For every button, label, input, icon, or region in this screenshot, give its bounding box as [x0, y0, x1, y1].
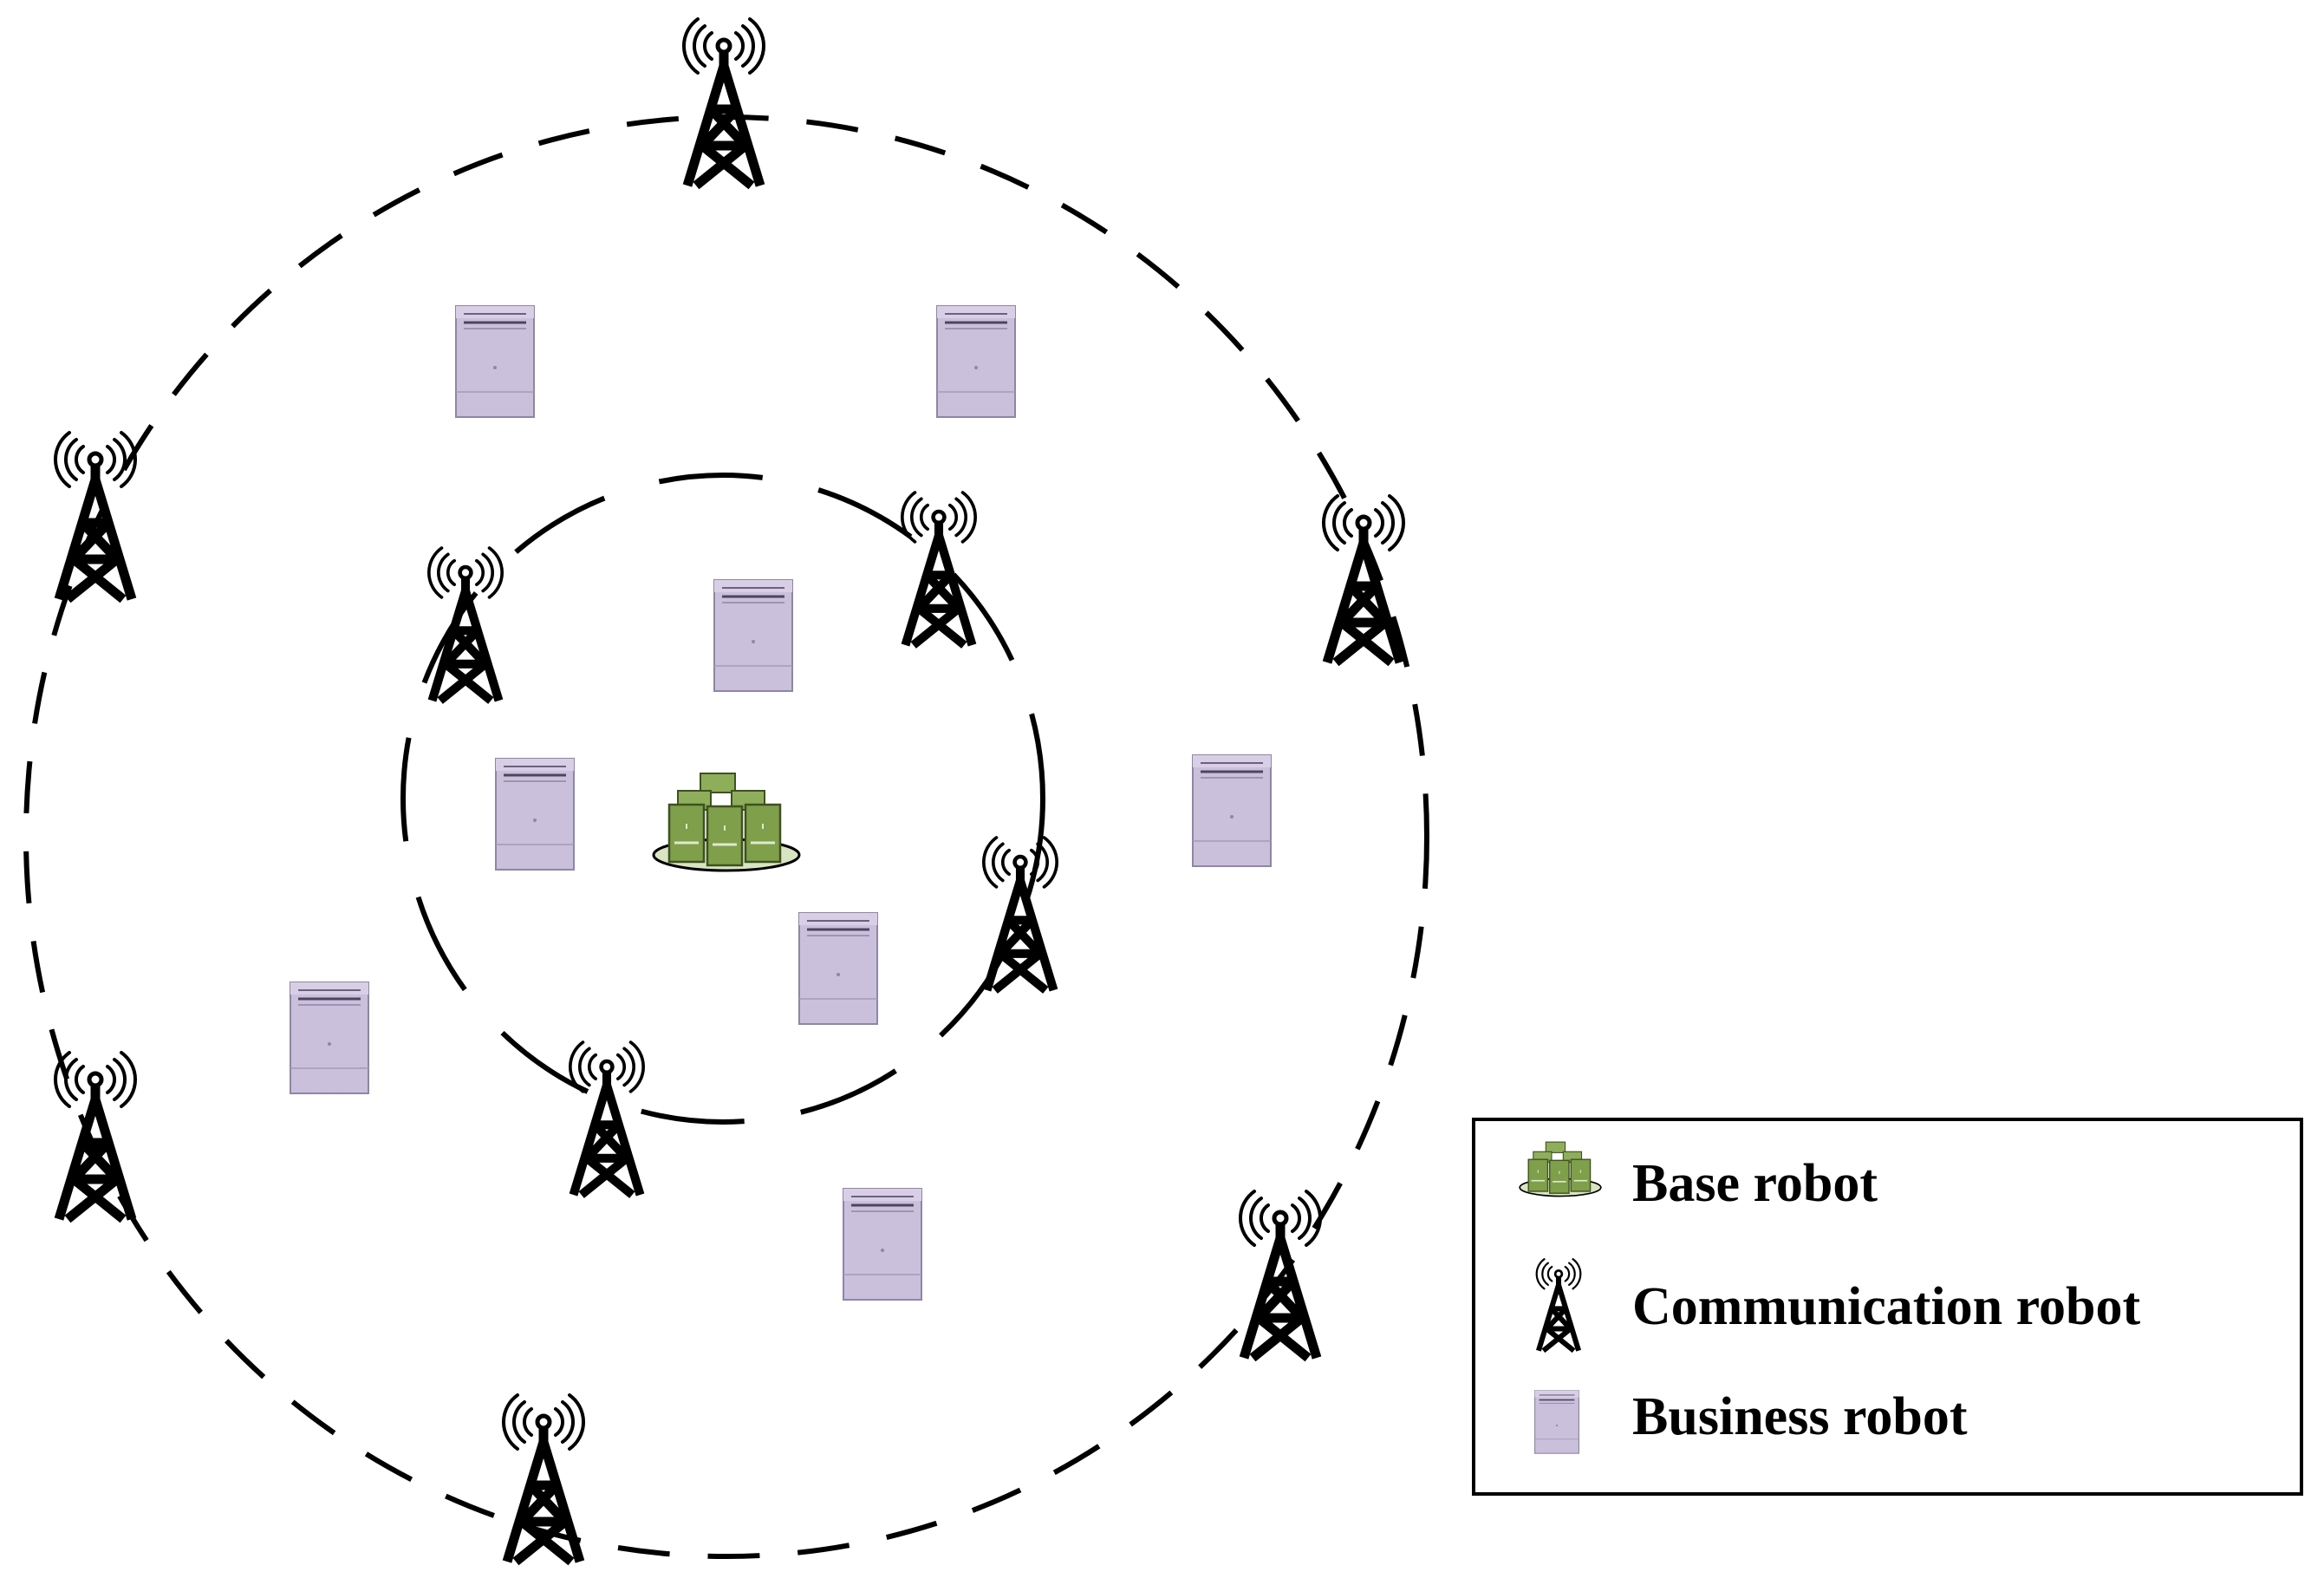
communication-tower-icon: [902, 492, 975, 645]
base-robot: [652, 772, 801, 872]
communication-tower-icon: [684, 19, 764, 186]
business-robot: [454, 304, 536, 419]
communication-tower-icon: [55, 433, 135, 599]
business-robots: [289, 304, 1273, 1301]
business-robot: [797, 911, 879, 1026]
communication-tower-icon: [984, 838, 1057, 990]
business-robot-icon: [1533, 1389, 1580, 1455]
business-robot: [842, 1187, 923, 1301]
legend-label-communication: Communication robot: [1632, 1277, 2141, 1336]
business-robot: [289, 981, 370, 1095]
communication-tower-icon: [55, 1053, 135, 1219]
legend: Base robot Communication robot Business …: [1472, 1118, 2303, 1496]
legend-label-base: Base robot: [1632, 1154, 1878, 1213]
communication-tower-icon: [504, 1395, 583, 1562]
business-robot: [935, 304, 1017, 419]
inner-coverage-ring: [400, 473, 1045, 1125]
communication-tower-icon: [1324, 496, 1403, 662]
business-robot: [494, 757, 576, 871]
legend-label-business: Business robot: [1632, 1387, 1968, 1446]
communication-tower-icon: [429, 548, 502, 701]
business-robot: [1191, 753, 1273, 868]
legend-box: [1472, 1118, 2303, 1496]
communication-tower-icon: [570, 1042, 643, 1195]
business-robot: [713, 578, 794, 693]
